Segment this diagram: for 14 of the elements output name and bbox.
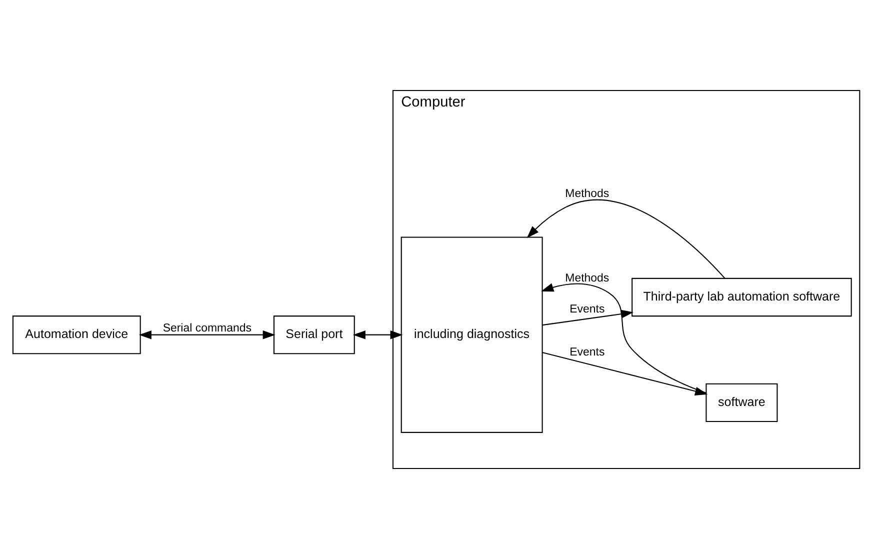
node-box: Serial port	[273, 315, 355, 354]
edge-label: Methods	[565, 272, 610, 284]
node-box: including diagnostics	[400, 236, 543, 432]
edge-label: Methods	[565, 187, 610, 200]
arrow	[138, 330, 276, 339]
node-box: Third-party lab automation software	[632, 277, 852, 316]
node-box: Automation device	[12, 315, 141, 354]
arrow	[352, 330, 403, 339]
arrow	[526, 198, 726, 278]
edge-label: Events	[570, 303, 605, 316]
edge-label: Serial commands	[162, 322, 252, 334]
edge-label: Events	[570, 346, 605, 358]
node-box: software	[706, 382, 778, 422]
arrow	[541, 282, 706, 393]
